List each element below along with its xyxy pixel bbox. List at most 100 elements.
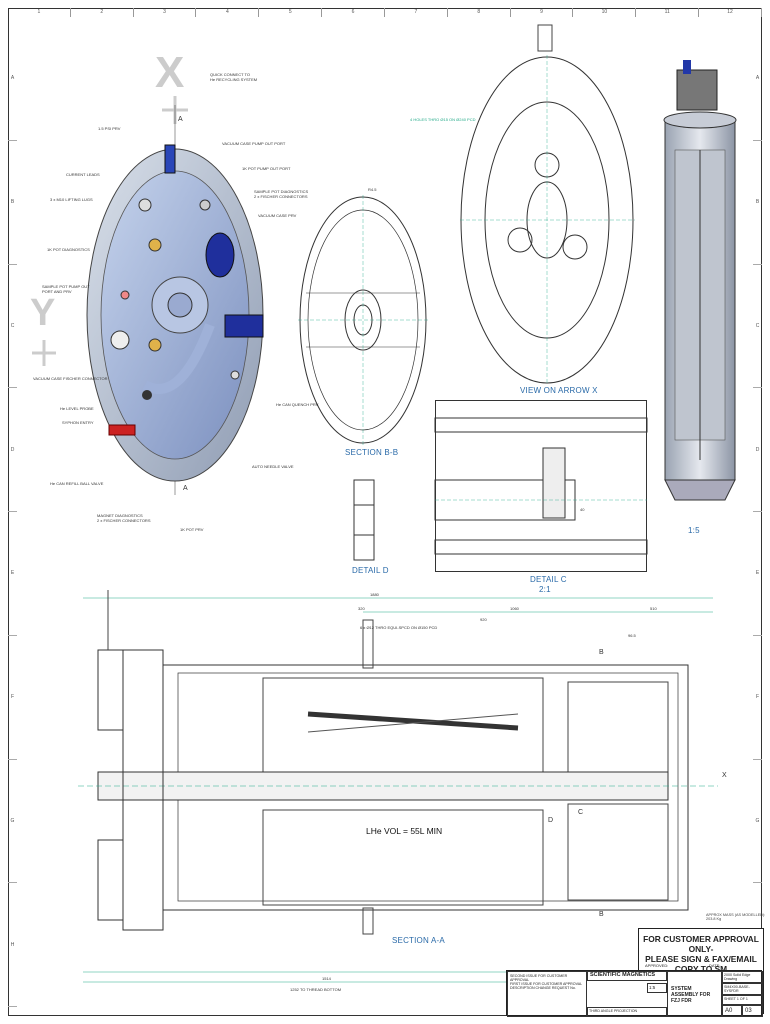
approval-line2: PLEASE SIGN & FAX/EMAIL COPY TO SM	[645, 954, 757, 974]
iso-scale: 1:5	[688, 526, 700, 535]
company-name: SCIENTIFIC MAGNETICS	[587, 971, 667, 981]
zone-letter: F	[753, 636, 762, 760]
drawing-title-cell: SYSTEM ASSEMBLY FOR FZJ FDR	[667, 971, 722, 1017]
detail-c-dim: 40	[580, 507, 585, 512]
zone-letter: A	[753, 17, 762, 141]
dim-mid: 1060	[510, 606, 519, 611]
view-arrow-x	[460, 24, 635, 385]
detail-d-view	[353, 479, 375, 561]
drawing-number: SM4X00-BASE-SYSFDR	[722, 983, 763, 995]
revision-number: 03	[742, 1005, 763, 1017]
zone-number: 7	[385, 8, 448, 17]
section-aa-view	[78, 590, 718, 983]
zone-letter: C	[753, 265, 762, 389]
flange-note: 6 x Ø12 THRO EQUI-SPCD ON Ø150 PCD	[360, 625, 438, 630]
dim-right: 510	[650, 606, 657, 611]
zone-letter: E	[8, 512, 17, 636]
zone-letter: B	[8, 141, 17, 265]
callout-vac-pump-port: VACUUM CASE PUMP OUT PORT	[222, 141, 286, 146]
zone-letter: D	[8, 388, 17, 512]
dim-overall: 1880	[370, 592, 379, 597]
mass-note: APPROX MASS (AS MODELLED): 203.8 Kg	[706, 913, 766, 921]
top-flange-view	[86, 105, 264, 495]
detail-c-scale: 2:1	[539, 585, 551, 594]
dim-bottom2: 1252 TO THREAD BOTTOM	[290, 987, 342, 992]
revision-table: SECOND ISSUE FOR CUSTOMER APPROVAL FIRST…	[507, 971, 587, 1017]
label-b-top: B	[599, 649, 604, 656]
view-y-marker: Y	[30, 292, 56, 334]
title-block: SECOND ISSUE FOR CUSTOMER APPROVAL FIRST…	[506, 970, 763, 1017]
date-label: DATE:	[709, 963, 721, 968]
callout-pot-pump-port: 1K POT PUMP OUT PORT	[242, 166, 291, 171]
zone-letter: G	[8, 760, 17, 884]
callout-lifting-lugs: 3 x M10 LIFTING LUGS	[50, 197, 93, 202]
section-aa-caption: SECTION A-A	[392, 936, 445, 945]
dim-left: 320	[358, 606, 365, 611]
zone-number: 2	[71, 8, 134, 17]
section-a-label-bottom: A	[183, 485, 188, 492]
detail-d-caption: DETAIL D	[352, 566, 389, 575]
third-angle-label: THIRD ANGLE PROJECTION	[587, 1007, 667, 1017]
plus-marker-y	[32, 340, 56, 366]
section-a-label-top: A	[178, 116, 183, 123]
zone-number: 5	[259, 8, 323, 17]
rev-note-2: FIRST ISSUE FOR CUSTOMER APPROVAL	[510, 982, 583, 986]
zone-number: 9	[511, 8, 574, 17]
lhe-volume-label: LHe VOL = 55L MIN	[366, 826, 443, 836]
zone-number: 1	[8, 8, 71, 17]
zone-letter: C	[8, 265, 17, 389]
zone-letter: H	[8, 883, 17, 1007]
detail-c-caption: DETAIL C	[530, 575, 567, 584]
callout-vac-fischer: VACUUM CASE FISCHER CONNECTOR	[33, 376, 108, 381]
detail-c-view	[434, 400, 648, 572]
callout-pot-diag: 1K POT DIAGNOSTICS	[47, 247, 90, 252]
view-arrow-caption: VIEW ON ARROW X	[520, 386, 598, 395]
zone-letter: B	[753, 141, 762, 265]
callout-sample-diag: SAMPLE POT DIAGNOSTICS 2 x FISCHER CONNE…	[254, 189, 309, 199]
zone-letter: G	[753, 760, 762, 884]
bb-dim: R4.5	[368, 187, 377, 192]
callout-vac-prv: VACUUM CASE PRV	[258, 213, 297, 218]
sheet-number: SHEET 1 OF 1	[722, 995, 763, 1005]
callout-needle-valve: AUTO NEEDLE VALVE	[252, 464, 294, 469]
callout-level-probe: He LEVEL PROBE	[60, 406, 94, 411]
callout-sample-pot-port: SAMPLE POT PUMP OUT PORT AND PRV	[42, 284, 90, 294]
dim-mid2: 920	[480, 617, 487, 622]
drawing-title-2: FZJ FDR	[671, 998, 692, 1004]
paper-size: A0	[722, 1005, 742, 1017]
approved-label: APPROVED:	[645, 963, 669, 968]
zone-letter: A	[8, 17, 17, 141]
callout-psi-prv: 1.5 PSI PRV	[98, 126, 121, 131]
drawing-title: SYSTEM ASSEMBLY FOR	[671, 986, 711, 998]
callout-fill-valve: He CAN REFILL BALL VALVE	[50, 481, 104, 486]
label-x: X	[722, 772, 727, 779]
rev-desc: DESCRIPTION CHANGE REQUEST No.	[510, 986, 576, 990]
section-bb-caption: SECTION B-B	[345, 448, 399, 457]
zone-number: 8	[448, 8, 511, 17]
callout-syphon: SYPHON ENTRY	[62, 420, 94, 425]
zone-number: 3	[134, 8, 197, 17]
zone-number: 6	[322, 8, 385, 17]
drawing-border	[8, 8, 762, 1016]
scale-value: 1:5	[647, 983, 667, 993]
cryostat-iso-view	[663, 60, 737, 501]
zone-letter: E	[753, 512, 762, 636]
callout-quick-connect: QUICK CONNECT TO He RECYCLING SYSTEM	[210, 72, 258, 82]
callout-pot-prv: 1K POT PRV	[180, 527, 204, 532]
dim-small: 96.5	[628, 633, 636, 638]
zone-letter: D	[753, 388, 762, 512]
callout-current-leads: CURRENT LEADS	[66, 172, 100, 177]
section-bb-view	[298, 195, 428, 445]
approval-line1: FOR CUSTOMER APPROVAL ONLY-	[643, 934, 759, 954]
zone-number: 4	[196, 8, 260, 17]
zone-number: 10	[573, 8, 637, 17]
label-c: C	[578, 809, 584, 816]
arrow-x-note: 4 HOLES THRO Ø15 ON Ø240 PCD	[410, 117, 476, 122]
label-d: D	[548, 817, 554, 824]
zone-number: 12	[699, 8, 762, 17]
dim-bottom: 1514	[322, 976, 331, 981]
view-x-marker: X	[155, 48, 185, 97]
